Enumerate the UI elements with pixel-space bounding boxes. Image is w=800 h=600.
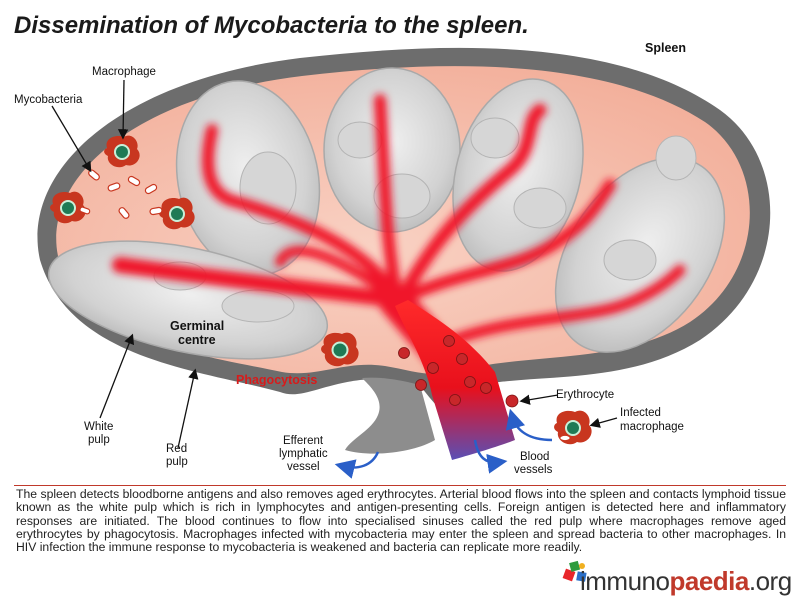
immunopaedia-logo[interactable]: immunopaedia.org — [580, 566, 792, 597]
label-white-pulp-1: White — [84, 421, 113, 433]
blood-vessel-trunk — [395, 300, 515, 460]
erythrocytes — [398, 335, 519, 408]
label-efferent-2: lymphatic — [279, 448, 328, 460]
label-blood-1: Blood — [520, 451, 549, 463]
flow-arrows — [334, 408, 553, 479]
label-mycobacteria: Mycobacteria — [14, 94, 83, 106]
label-spleen: Spleen — [645, 41, 686, 55]
immunopaedia-logo-icon — [562, 560, 587, 582]
label-infected-1: Infected — [620, 407, 661, 419]
spleen-diagram: Spleen Macrophage Mycobacteria Germinal … — [14, 41, 771, 479]
caption-text: The spleen detects bloodborne antigens a… — [16, 487, 786, 555]
label-blood-2: vessels — [514, 464, 553, 476]
caption-divider — [14, 485, 786, 486]
label-macrophage: Macrophage — [92, 66, 156, 78]
label-efferent-1: Efferent — [283, 435, 324, 447]
logo-part-org: .org — [748, 566, 792, 596]
label-red-pulp-1: Red — [166, 443, 187, 455]
leader-lines — [51, 79, 618, 449]
label-phagocytosis: Phagocytosis — [236, 373, 317, 387]
efferent-lymphatic-vessel — [345, 377, 435, 454]
label-erythrocyte: Erythrocyte — [556, 389, 614, 401]
logo-part-immuno: immuno — [580, 566, 670, 596]
mycobacteria — [79, 169, 163, 219]
label-red-pulp-2: pulp — [166, 456, 188, 468]
label-infected-2: macrophage — [620, 421, 684, 433]
label-white-pulp-2: pulp — [88, 434, 110, 446]
label-germinal-1: Germinal — [170, 319, 224, 333]
macrophages — [50, 135, 592, 445]
logo-part-paedia: paedia — [669, 566, 749, 596]
diagram-title: Dissemination of Mycobacteria to the spl… — [14, 12, 529, 39]
germinal-centres — [153, 117, 697, 323]
label-germinal-2: centre — [178, 333, 216, 347]
label-efferent-3: vessel — [287, 461, 320, 473]
